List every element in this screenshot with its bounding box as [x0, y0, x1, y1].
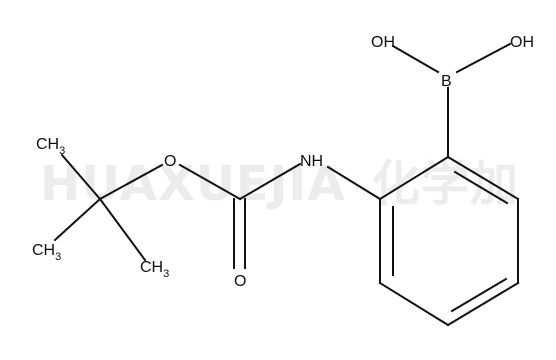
atom-oh-right: OH [510, 34, 534, 51]
bond-tbu-methyl-left [53, 197, 102, 242]
ring-bond-4 [378, 281, 450, 327]
bond-oh-left-b [391, 44, 440, 74]
atom-methyl-top: CH3 [36, 136, 65, 157]
bond-tbu-methyl-top [60, 153, 102, 201]
watermark-chinese: 化学加 [372, 156, 519, 212]
bond-ring-nh [326, 165, 382, 201]
atom-carbonyl-oxygen: O [234, 273, 246, 290]
ring-bond-3 [446, 281, 520, 327]
ring-inner-double-2 [450, 277, 508, 313]
atom-ester-oxygen: O [164, 153, 176, 170]
watermark-registered: ® [305, 156, 319, 172]
ring-bond-1 [446, 155, 520, 201]
bond-b-oh-right [455, 42, 512, 74]
bond-ester-o-tbu [98, 163, 164, 201]
bonds [53, 42, 520, 327]
atom-methyl-left: CH3 [32, 242, 61, 263]
atom-oh-left: OH [371, 34, 395, 51]
watermark: HUAXUEJIA ® 化学加 [40, 156, 519, 212]
bond-nh-carbonyl [238, 162, 302, 201]
atom-labels: OH OH B NH O O CH3 CH3 CH3 [32, 34, 534, 290]
atom-methyl-right: CH3 [140, 259, 169, 280]
ring-bond-6 [378, 155, 450, 201]
watermark-latin: HUAXUEJIA [40, 156, 345, 212]
bond-carbonyl-ester-o [178, 163, 242, 201]
bond-tbu-methyl-right [98, 197, 147, 262]
atom-nh: NH [300, 153, 323, 170]
ring-inner-double-1 [453, 170, 509, 205]
atom-boron: B [441, 73, 452, 90]
